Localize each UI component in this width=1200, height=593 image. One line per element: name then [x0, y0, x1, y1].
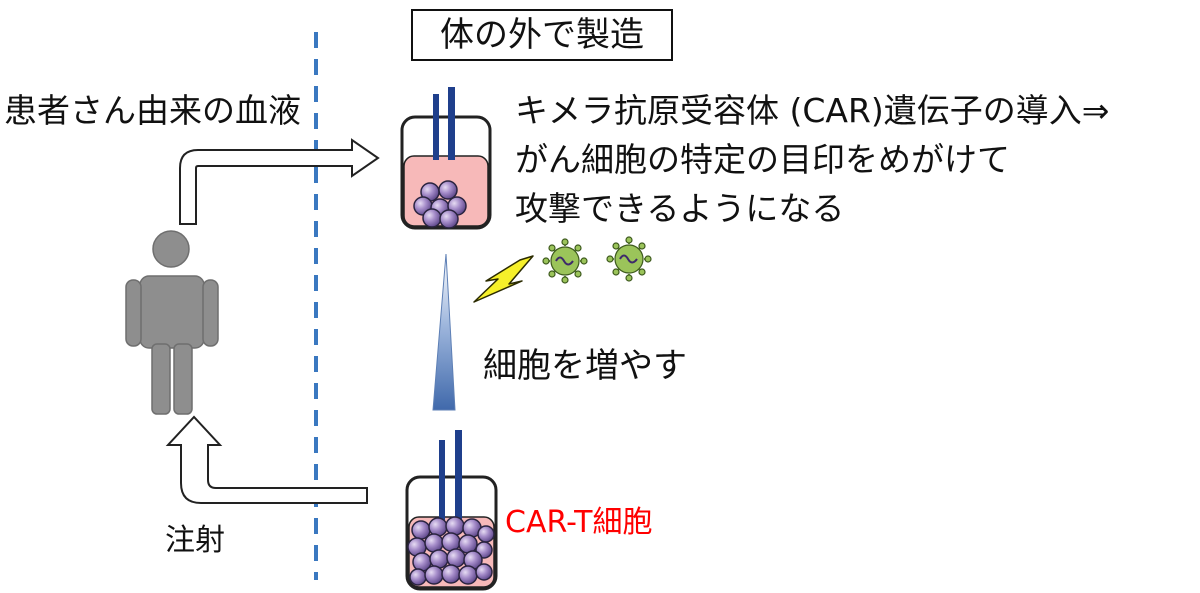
car-description-line: キメラ抗原受容体 (CAR)遺伝子の導入⇒ — [515, 91, 1110, 130]
manufacturing-title-box: 体の外で製造 — [411, 9, 673, 61]
car-description-line: がん細胞の特定の目印をめがけて — [515, 140, 1010, 179]
injection-arrow — [165, 415, 368, 504]
manufacturing-title: 体の外で製造 — [440, 15, 644, 55]
patient-blood-label: 患者さん由来の血液 — [4, 91, 301, 130]
expand-cells-label: 細胞を増やす — [483, 346, 687, 386]
lightning-icon — [473, 255, 534, 303]
car-description-line: 攻撃できるようになる — [515, 189, 845, 228]
cell-icon — [407, 516, 495, 586]
cart-cell-label: CAR-T細胞 — [505, 505, 653, 540]
virus-icon — [606, 236, 652, 282]
expansion-triangle — [432, 253, 456, 411]
cell-icon — [413, 180, 467, 229]
virus-icon — [542, 238, 588, 284]
injection-label: 注射 — [165, 523, 225, 558]
person-icon — [125, 230, 219, 415]
blood-flow-arrow — [179, 138, 380, 225]
